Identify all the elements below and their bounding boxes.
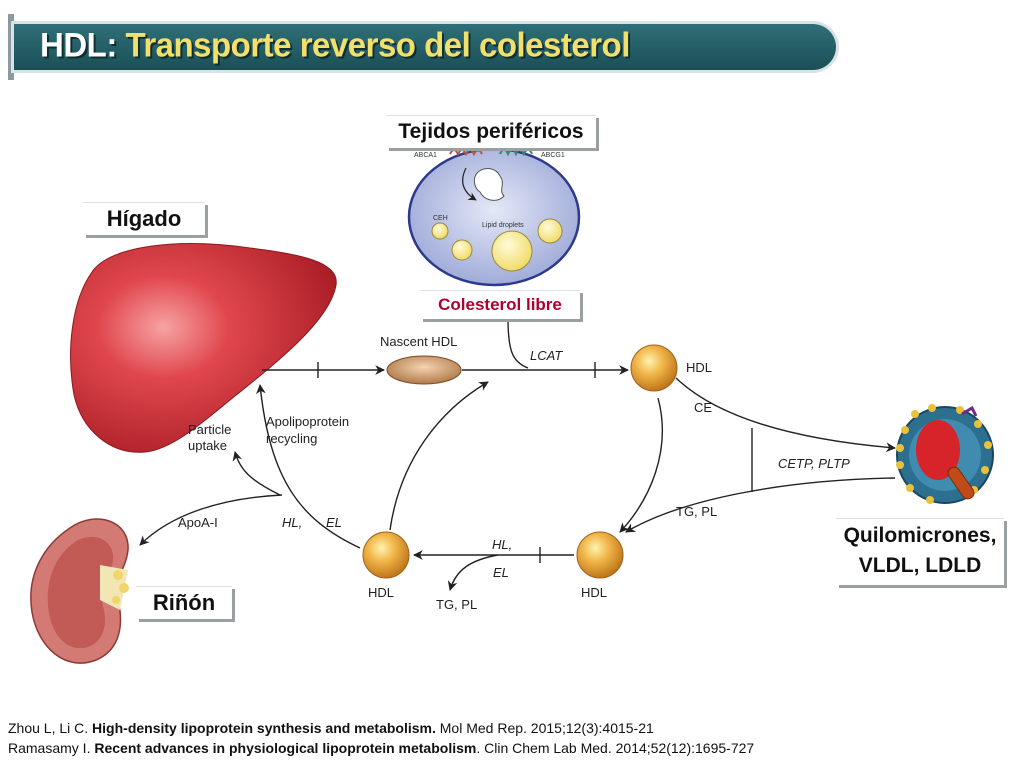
rinon-label: Riñón	[136, 586, 232, 619]
title-accent-bar	[8, 14, 14, 80]
tg-pl-bottom-label: TG, PL	[436, 597, 478, 612]
quilomicrones-line2: VLDL, LDLD	[858, 554, 982, 577]
reference-item: Ramasamy I. Recent advances in physiolog…	[8, 740, 755, 756]
lipid-droplets-label: Lipid droplets	[482, 222, 524, 229]
arrow-hdl-down	[619, 397, 663, 533]
colesterol-libre-label: Colesterol libre	[420, 290, 580, 319]
apolipoprotein-label: Apolipoprotein	[266, 414, 350, 429]
abca1-label: ABCA1	[414, 152, 437, 159]
hl-label: HL,	[492, 537, 513, 552]
lipid-droplet	[451, 239, 473, 261]
title-part2: Transporte reverso del colesterol	[125, 25, 630, 64]
title-bar	[14, 24, 836, 70]
lipid-droplet	[491, 230, 533, 272]
hl-left-label: HL,	[282, 515, 303, 530]
hdl-top-label: HDL	[686, 360, 713, 375]
hdl-bottom-left-label: HDL	[368, 585, 395, 600]
higado-label: Hígado	[83, 202, 205, 235]
arrow-tg-pl-bottom	[447, 554, 499, 591]
lipoprotein-particle	[896, 404, 994, 504]
apoa1-label: ApoA-I	[178, 515, 218, 530]
ce-label: CE	[694, 400, 713, 415]
hdl-particle-top	[630, 344, 678, 392]
abcg1-label: ABCG1	[541, 152, 565, 159]
liver-shape	[70, 243, 337, 453]
arrow-hdl-left-up	[389, 381, 489, 531]
nascent-hdl-label: Nascent HDL	[380, 334, 458, 349]
page-title: HDL: Transporte reverso del colesterol	[40, 25, 630, 65]
title-part1: HDL:	[40, 25, 117, 64]
quilomicrones-label: Quilomicrones, VLDL, LDLD	[836, 518, 1004, 585]
hdl-particle-bottom-left	[362, 531, 410, 579]
particle-label: Particle	[188, 422, 232, 437]
el-left-label: EL	[326, 515, 342, 530]
nascent-hdl-particle	[386, 355, 462, 385]
lcat-label: LCAT	[530, 348, 563, 363]
hdl-bottom-right-label: HDL	[581, 585, 608, 600]
arrow-particle-uptake	[232, 451, 281, 496]
arrow-lipoprotein-to-hdl	[625, 477, 896, 533]
lipid-droplet	[537, 218, 563, 244]
arrow-colesterol-libre	[507, 317, 529, 369]
references: Zhou L, Li C. High-density lipoprotein s…	[8, 718, 754, 758]
ceh-label: CEH	[433, 215, 448, 222]
el-label: EL	[493, 565, 509, 580]
tg-pl-right-label: TG, PL	[676, 504, 718, 519]
quilomicrones-line1: Quilomicrones,	[843, 524, 997, 547]
kidney-shape	[30, 518, 129, 664]
peripheral-cell	[407, 147, 581, 287]
arrow-hdl-to-lipoprotein	[675, 377, 896, 453]
arrow-hdl-to-liver	[256, 384, 361, 549]
reference-item: Zhou L, Li C. High-density lipoprotein s…	[8, 720, 654, 736]
tejidos-perifericos-label: Tejidos periféricos	[386, 115, 596, 148]
recycling-label: recycling	[266, 431, 318, 446]
hdl-particle-bottom-right	[576, 531, 624, 579]
lipid-droplet	[431, 222, 449, 240]
arrow-apoa1-kidney	[139, 494, 283, 546]
uptake-label: uptake	[188, 438, 228, 453]
cetp-pltp-label: CETP, PLTP	[778, 456, 850, 471]
